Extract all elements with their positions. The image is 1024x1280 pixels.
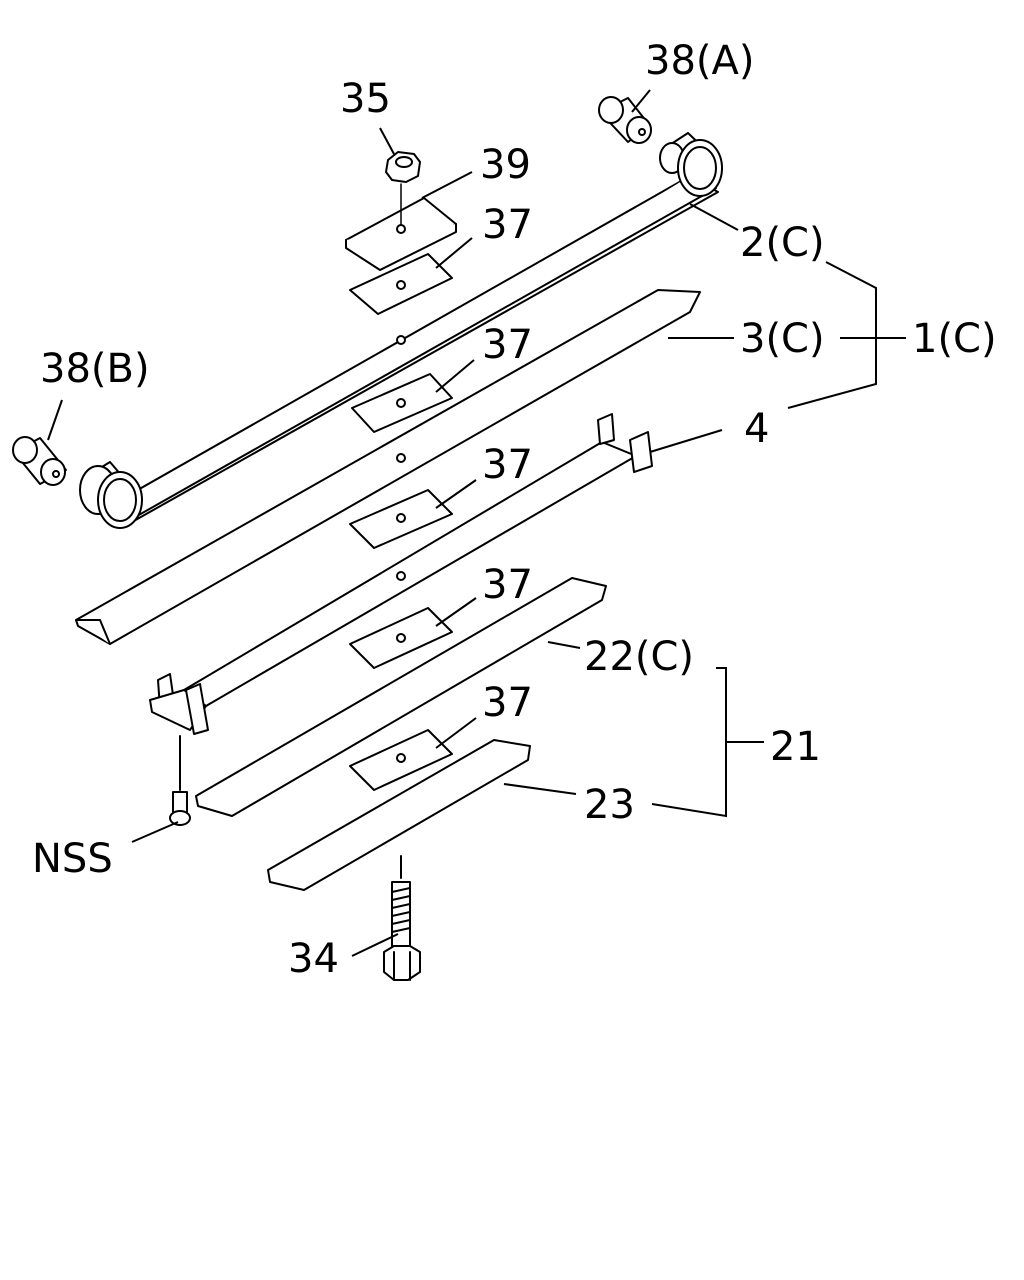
label-39: 39 xyxy=(480,142,531,188)
plate-39 xyxy=(345,197,457,271)
label-37-d: 37 xyxy=(482,562,533,608)
label-37-e: 37 xyxy=(482,680,533,726)
leader-lines xyxy=(47,89,906,957)
leaf-hole-2 xyxy=(396,453,406,463)
bushing-38a xyxy=(598,96,652,144)
leaf-4 xyxy=(149,413,653,735)
label-3c: 3(C) xyxy=(740,316,825,362)
leaf-23 xyxy=(267,739,531,891)
label-1c: 1(C) xyxy=(912,316,997,362)
label-35: 35 xyxy=(340,76,391,122)
label-23: 23 xyxy=(584,782,635,828)
label-nss: NSS xyxy=(32,836,113,882)
pad-37e xyxy=(349,729,453,791)
pad-37c xyxy=(349,489,453,549)
leaf-22c xyxy=(195,577,607,817)
leaf-hole-1 xyxy=(396,335,406,345)
label-37-b: 37 xyxy=(482,322,533,368)
screw-nss xyxy=(169,735,191,826)
bushing-38b xyxy=(12,436,67,486)
label-22c: 22(C) xyxy=(584,634,694,680)
label-37-a: 37 xyxy=(482,202,533,248)
pad-37a xyxy=(349,253,453,315)
main-leaf-2c xyxy=(79,132,723,529)
bolt-34 xyxy=(383,855,421,981)
label-38b: 38(B) xyxy=(40,346,150,392)
nut-35 xyxy=(385,151,421,183)
label-37-c: 37 xyxy=(482,442,533,488)
leaf-3c xyxy=(75,289,701,645)
pad-37b xyxy=(351,373,453,433)
label-21: 21 xyxy=(770,724,821,770)
leaf-hole-3 xyxy=(396,571,406,581)
label-2c: 2(C) xyxy=(740,220,825,266)
label-34: 34 xyxy=(288,936,339,982)
label-4: 4 xyxy=(744,406,769,452)
pad-37d xyxy=(349,607,453,669)
label-38a: 38(A) xyxy=(645,38,754,84)
